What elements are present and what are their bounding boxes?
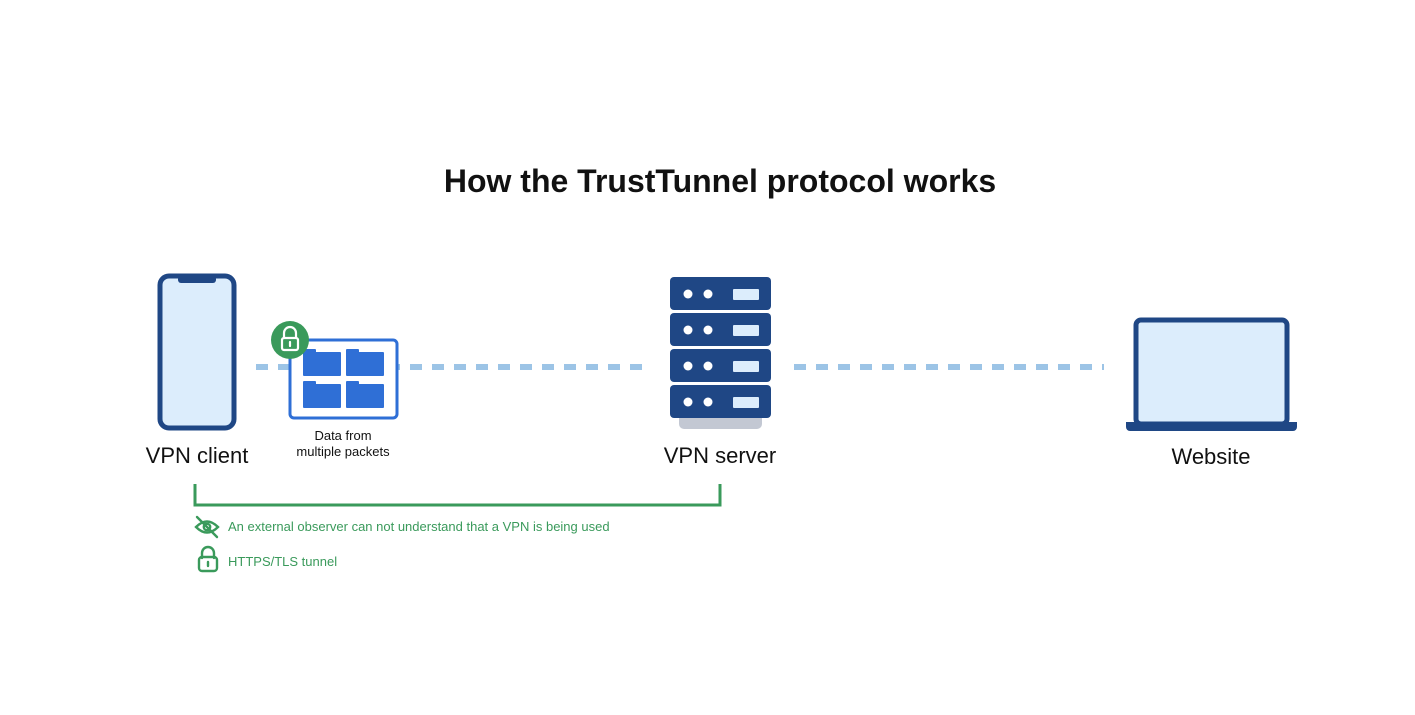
- vpn-client-label: VPN client: [146, 443, 249, 468]
- legend-observer-text: An external observer can not understand …: [228, 519, 610, 534]
- locked-folder-icon: [271, 321, 399, 420]
- packet-label-line-2: multiple packets: [296, 444, 390, 459]
- server-unit: [670, 385, 771, 418]
- vpn-server-label: VPN server: [664, 443, 776, 468]
- packet-label-line-1: Data from: [314, 428, 371, 443]
- laptop-icon: [1126, 317, 1297, 431]
- lock-icon: [197, 545, 219, 573]
- website-label: Website: [1171, 444, 1250, 469]
- eye-off-icon: [194, 515, 220, 539]
- smartphone-icon: [157, 273, 237, 431]
- mini-folder-icon: [303, 349, 384, 408]
- server-unit: [670, 349, 771, 382]
- observer-bracket: [193, 484, 722, 507]
- server-unit: [670, 277, 771, 310]
- legend-tunnel-text: HTTPS/TLS tunnel: [228, 554, 337, 569]
- server-rack-icon: [670, 277, 771, 429]
- lock-badge-icon: [271, 321, 309, 359]
- diagram-title: How the TrustTunnel protocol works: [444, 163, 996, 199]
- server-unit: [670, 313, 771, 346]
